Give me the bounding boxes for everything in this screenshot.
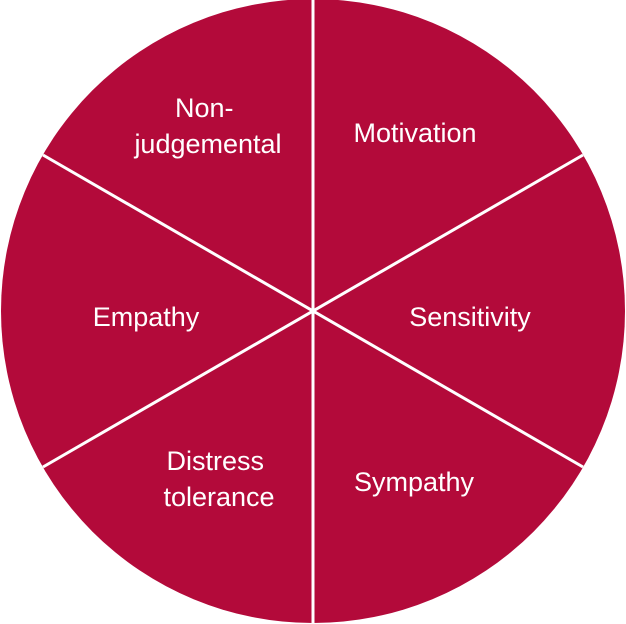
segment-label-empathy: Empathy: [93, 302, 200, 332]
divider-diagonal-2: [42, 153, 584, 469]
segment-label-sensitivity: Sensitivity: [409, 302, 531, 332]
segment-label-distress-tolerance: Distress tolerance: [163, 446, 274, 512]
segment-label-motivation: Motivation: [353, 118, 476, 148]
segment-dividers: [42, 0, 584, 624]
segment-label-sympathy: Sympathy: [354, 467, 475, 497]
segment-label-non-judgemental: Non- judgemental: [133, 93, 281, 159]
